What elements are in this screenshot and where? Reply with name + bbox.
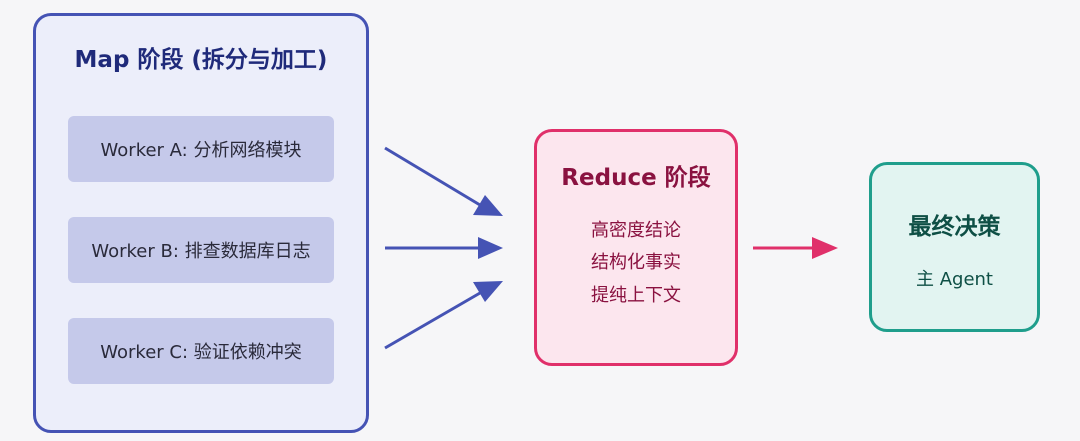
- reduce-stage-title: Reduce 阶段: [561, 165, 711, 191]
- arrow-reduce-to-final: [753, 237, 838, 259]
- map-stage-box: Map 阶段 (拆分与加工) Worker A: 分析网络模块 Worker B…: [33, 13, 369, 433]
- reduce-line-2: 结构化事实: [591, 252, 681, 273]
- final-decision-title: 最终决策: [908, 214, 1001, 240]
- reduce-stage-box: Reduce 阶段 高密度结论 结构化事实 提纯上下文: [534, 129, 738, 366]
- reduce-line-1: 高密度结论: [591, 220, 681, 241]
- final-decision-subtitle: 主 Agent: [915, 269, 993, 290]
- arrow-worker-a-to-reduce: [384, 146, 503, 216]
- worker-c-box: Worker C: 验证依赖冲突: [68, 318, 334, 384]
- final-decision-box: 最终决策 主 Agent: [869, 162, 1040, 332]
- reduce-line-3: 提纯上下文: [591, 285, 681, 306]
- arrow-worker-b-to-reduce: [385, 237, 503, 259]
- arrow-worker-c-to-reduce: [384, 281, 503, 350]
- worker-b-box: Worker B: 排查数据库日志: [68, 217, 334, 283]
- worker-a-box: Worker A: 分析网络模块: [68, 116, 334, 182]
- map-stage-title: Map 阶段 (拆分与加工): [74, 47, 328, 73]
